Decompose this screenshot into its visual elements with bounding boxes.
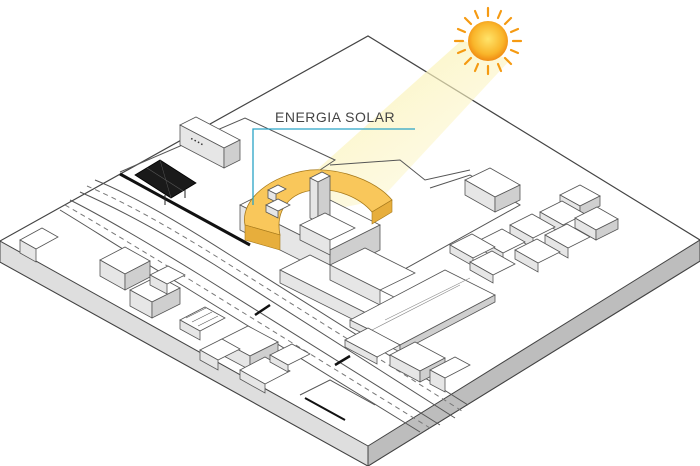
label-pointer-line bbox=[252, 128, 415, 205]
solar-panel-array bbox=[134, 159, 197, 205]
svg-text:▪ ▪ ▪ ▪: ▪ ▪ ▪ ▪ bbox=[189, 136, 204, 148]
sun-icon bbox=[453, 6, 523, 76]
left-neighborhood bbox=[19, 227, 376, 421]
main-building bbox=[239, 169, 416, 329]
gas-station bbox=[344, 269, 496, 393]
energia-solar-label: ENERGIA SOLAR bbox=[275, 109, 396, 125]
sign-block: ▪ ▪ ▪ ▪ bbox=[179, 116, 241, 169]
right-buildings bbox=[449, 167, 619, 284]
